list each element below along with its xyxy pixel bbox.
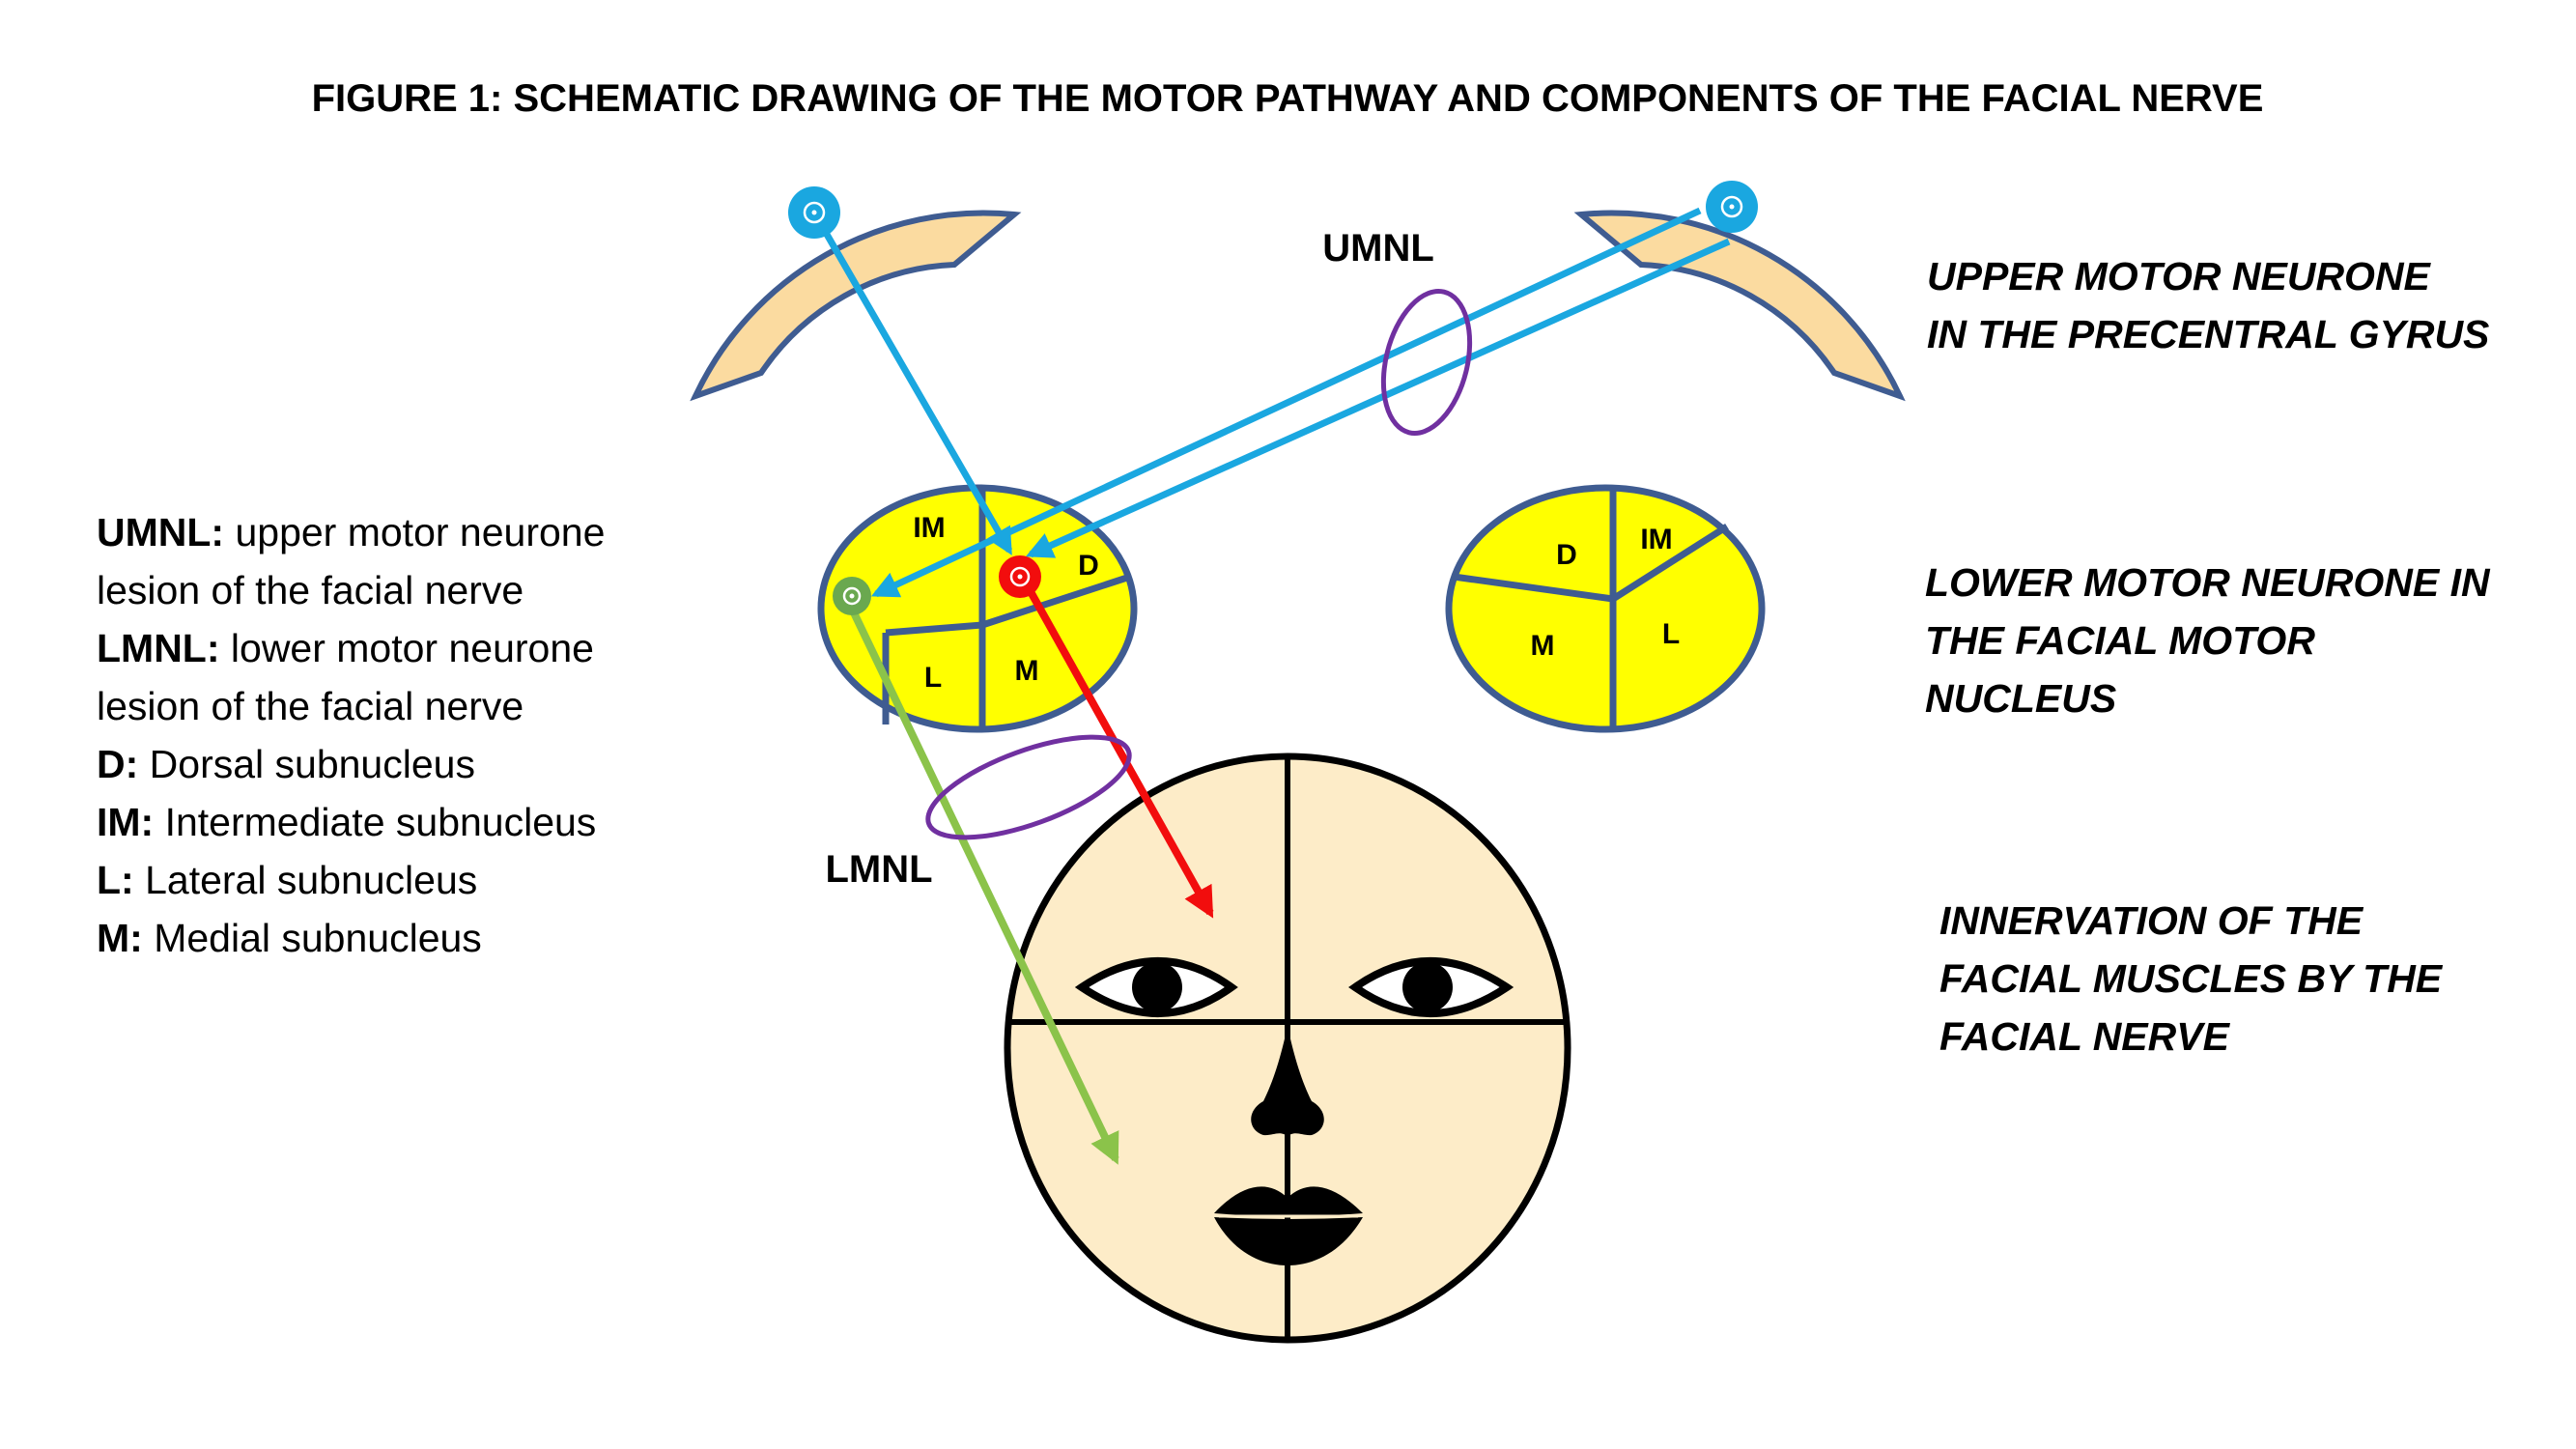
lower-caption-line-3: NUCLEUS <box>1925 676 2116 721</box>
red-lower-motor-neurone-cell-icon <box>999 555 1041 598</box>
right-nucleus-label-im: IM <box>1640 524 1672 555</box>
legend-line: LMNL: lower motor neurone <box>97 626 594 670</box>
nose-icon <box>1251 1026 1324 1136</box>
blue-pathway-right-to-lateral <box>870 207 1702 598</box>
umnl-lesion-ring <box>1380 289 1473 436</box>
right-facial-motor-nucleus: D IM M L <box>1445 484 1766 733</box>
left-nucleus-label-m: M <box>1015 655 1039 687</box>
legend-line: D: Dorsal subnucleus <box>97 742 475 786</box>
lower-motor-neurone-caption: LOWER MOTOR NEURONE IN THE FACIAL MOTOR … <box>1925 560 2491 721</box>
legend-line: L: Lateral subnucleus <box>97 858 477 902</box>
left-upper-motor-neurone-cell-icon <box>788 186 840 239</box>
innervation-caption: INNERVATION OF THE FACIAL MUSCLES BY THE… <box>1939 898 2444 1059</box>
right-precentral-gyrus <box>1573 210 1906 402</box>
left-nucleus-label-l: L <box>924 662 942 694</box>
lmnl-label: LMNL <box>825 848 932 891</box>
green-pathway <box>848 607 1119 1165</box>
lips-icon <box>1214 1186 1363 1265</box>
right-nucleus-label-d: D <box>1556 539 1577 571</box>
right-eye-icon <box>1348 957 1514 1017</box>
red-pathway <box>1020 578 1214 919</box>
legend-line: lesion of the facial nerve <box>97 568 524 612</box>
left-nucleus-label-im: IM <box>913 512 945 544</box>
innervation-caption-line-1: INNERVATION OF THE <box>1939 898 2364 943</box>
upper-caption-line-1: UPPER MOTOR NEURONE <box>1927 254 2432 298</box>
figure-title: FIGURE 1: SCHEMATIC DRAWING OF THE MOTOR… <box>312 77 2264 120</box>
right-nucleus-label-m: M <box>1531 630 1555 662</box>
lower-caption-line-1: LOWER MOTOR NEURONE IN <box>1925 560 2491 605</box>
left-precentral-gyrus <box>690 210 1022 402</box>
legend: UMNL: upper motor neurone lesion of the … <box>97 510 605 960</box>
lmnl-lesion-ring <box>925 734 1132 840</box>
blue-pathway-left-to-d <box>810 211 1013 555</box>
right-nucleus-label-l: L <box>1662 618 1680 650</box>
umnl-label: UMNL <box>1322 227 1434 270</box>
legend-line: M: Medial subnucleus <box>97 916 482 960</box>
right-upper-motor-neurone-cell-icon <box>1706 181 1758 233</box>
blue-pathway-right-to-d <box>1025 238 1731 558</box>
left-nucleus-label-d: D <box>1078 550 1099 582</box>
legend-line: UMNL: upper motor neurone <box>97 510 605 554</box>
innervation-caption-line-3: FACIAL NERVE <box>1939 1014 2231 1059</box>
left-eye-icon <box>1074 957 1238 1017</box>
lower-caption-line-2: THE FACIAL MOTOR <box>1925 618 2315 663</box>
upper-motor-neurone-caption: UPPER MOTOR NEURONE IN THE PRECENTRAL GY… <box>1927 254 2489 356</box>
legend-line: IM: Intermediate subnucleus <box>97 800 596 844</box>
upper-caption-line-2: IN THE PRECENTRAL GYRUS <box>1927 312 2489 356</box>
innervation-caption-line-2: FACIAL MUSCLES BY THE <box>1939 956 2444 1001</box>
green-lower-motor-neurone-cell-icon <box>833 577 871 615</box>
face <box>1004 753 1571 1344</box>
legend-line: lesion of the facial nerve <box>97 684 524 728</box>
